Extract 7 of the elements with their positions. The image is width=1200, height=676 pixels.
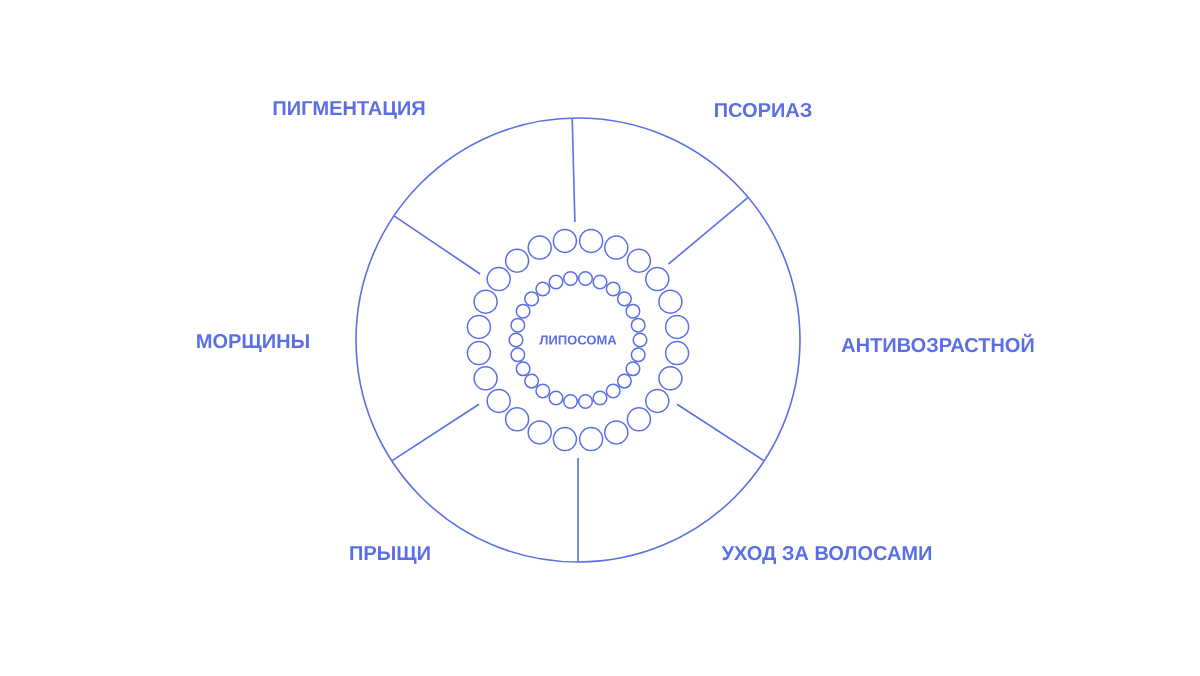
sector-label: ПРЫЩИ: [350, 546, 430, 564]
liposome-label: ЛИПОСОМА: [539, 335, 617, 345]
sector-label: ПИГМЕНТАЦИЯ: [273, 101, 425, 119]
sector-label: АНТИВОЗРАСТНОЙ: [841, 333, 1034, 353]
sector-label: МОРЩИНЫ: [197, 334, 309, 352]
sector-label: ПСОРИАЗ: [715, 102, 812, 118]
sector-label: УХОД ЗА ВОЛОСАМИ: [721, 546, 932, 564]
